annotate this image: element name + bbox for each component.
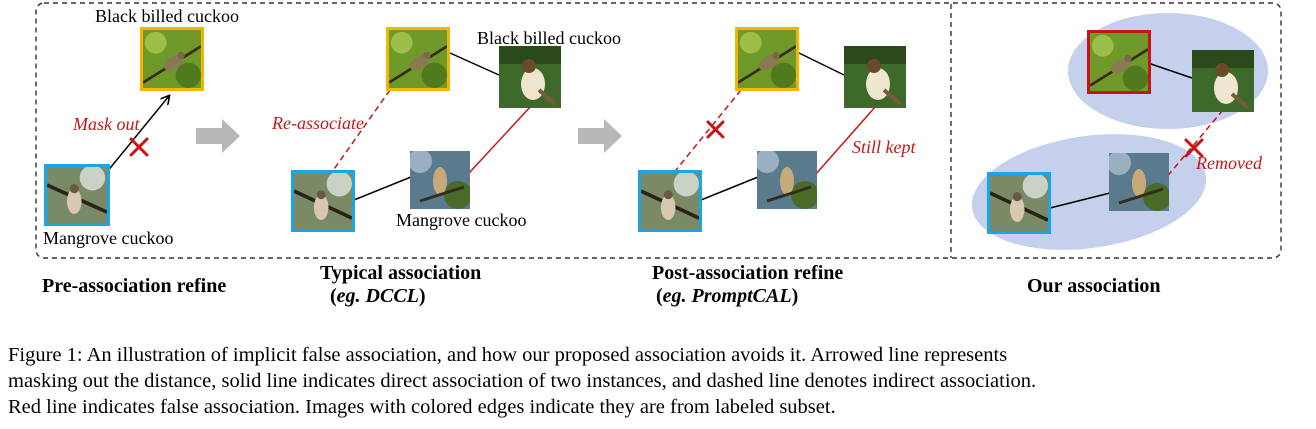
- paren-close: ): [418, 285, 426, 307]
- dashed-red-line: [675, 89, 742, 171]
- label-mangrove-cuckoo: Mangrove cuckoo: [43, 228, 174, 248]
- bird-photo-unlabeled: [844, 46, 906, 108]
- dashed-red-line: [1159, 109, 1224, 186]
- solid-line: [353, 176, 412, 201]
- cross-mark-icon: [129, 137, 149, 157]
- red-line: [457, 105, 532, 186]
- cross-mark-icon: [706, 120, 725, 139]
- example-method: eg. DCCL: [336, 285, 419, 307]
- bird-photo-unlabeled: [499, 46, 561, 108]
- label-mask-out: Mask out: [73, 114, 140, 134]
- figure-frame: [35, 2, 1282, 259]
- arrow-right-icon: [578, 119, 622, 153]
- panel-title-text: Pre-association refine: [42, 275, 227, 297]
- figure-caption: Figure 1: An illustration of implicit fa…: [8, 342, 1310, 420]
- red-line: [807, 105, 877, 184]
- label-black-billed-cuckoo: Black billed cuckoo: [477, 28, 621, 48]
- solid-line: [1147, 62, 1193, 79]
- bird-photo-black-billed: [1087, 30, 1151, 94]
- bird-photo-unlabeled: [1109, 153, 1169, 211]
- label-black-billed-cuckoo: Black billed cuckoo: [95, 6, 239, 26]
- panel-title-example: (eg. DCCL): [320, 285, 481, 308]
- bird-photo-unlabeled: [757, 151, 817, 209]
- bird-photo-black-billed: [386, 27, 450, 91]
- bird-photo-mangrove: [638, 170, 702, 232]
- paren-close: ): [791, 285, 799, 307]
- solid-line: [798, 52, 845, 76]
- label-still-kept: Still kept: [852, 137, 916, 157]
- caption-line: Red line indicates false association. Im…: [8, 396, 836, 418]
- dashed-red-line: [331, 89, 391, 173]
- bird-photo-mangrove: [987, 172, 1051, 234]
- panel-title-pre-association: Pre-association refine: [42, 275, 226, 298]
- bird-photo-unlabeled: [410, 151, 470, 209]
- solid-line: [449, 52, 500, 76]
- bird-photo-mangrove: [291, 170, 355, 232]
- cross-mark-icon: [1184, 138, 1204, 158]
- label-mangrove-cuckoo: Mangrove cuckoo: [396, 210, 527, 230]
- paren-open: (: [656, 285, 663, 307]
- panel-title-typical-association: Typical association (eg. DCCL): [320, 262, 481, 308]
- bird-photo-black-billed: [140, 27, 204, 91]
- arrow-right-icon: [196, 119, 240, 153]
- panel-title-text: Our association: [1027, 275, 1161, 297]
- solid-line: [1049, 192, 1111, 209]
- solid-line: [700, 176, 759, 201]
- label-re-associate: Re-associate: [272, 113, 364, 133]
- panel-title-post-association: Post-association refine (eg. PromptCAL): [652, 262, 843, 308]
- bird-photo-unlabeled: [1192, 50, 1254, 112]
- bird-photo-black-billed: [735, 27, 799, 91]
- paren-open: (: [330, 285, 337, 307]
- panel-title-our-association: Our association: [1027, 275, 1161, 298]
- caption-line: masking out the distance, solid line ind…: [8, 370, 1037, 392]
- bird-photo-mangrove: [44, 164, 110, 226]
- panel-title-example: (eg. PromptCAL): [652, 285, 843, 308]
- label-removed: Removed: [1196, 153, 1262, 173]
- panel-title-text: Post-association refine: [652, 262, 844, 284]
- panel-title-text: Typical association: [320, 262, 482, 284]
- example-method: eg. PromptCAL: [662, 285, 792, 307]
- caption-line: Figure 1: An illustration of implicit fa…: [8, 344, 1008, 366]
